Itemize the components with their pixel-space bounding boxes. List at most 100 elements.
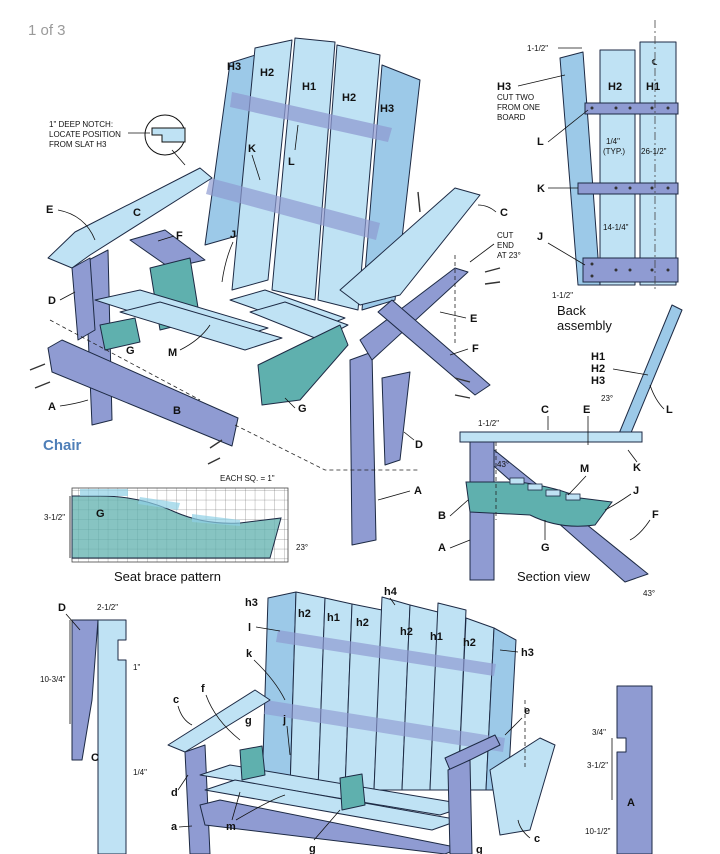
section-leader-l	[649, 384, 665, 410]
back-caption-1: Back	[557, 303, 586, 318]
svg-text:h1: h1	[327, 612, 340, 624]
svg-text:h1: h1	[430, 631, 443, 643]
loveseat-view: h3 h2 h1 h2 h4 h2 h1 h2 h3 l k c f g j	[167, 586, 556, 854]
svg-text:H3: H3	[497, 81, 511, 93]
assembly-line-1	[234, 424, 418, 471]
back-leg-e-right	[359, 267, 469, 361]
back-leg-f-left	[129, 229, 206, 269]
svg-text:H1: H1	[591, 351, 605, 363]
section-h-leader	[612, 368, 649, 376]
leader-f	[157, 235, 175, 242]
section-label-l: L	[666, 404, 673, 416]
section-label-b: B	[438, 510, 446, 522]
ls-leader-m	[231, 791, 286, 821]
ls-label-l: l	[248, 622, 251, 634]
ls-arm-left	[167, 689, 271, 753]
section-leader-m	[567, 475, 587, 496]
assembly-line-2	[49, 319, 201, 401]
back-assembly: ℄ H2 H1 1-1/2" H3 CUT TWO FROM ONE BOARD…	[497, 20, 679, 333]
section-label-f: F	[652, 509, 659, 521]
leader-l	[294, 124, 299, 151]
arm-label-d: D	[58, 602, 66, 614]
leg-a-right	[349, 351, 377, 546]
leader-d-right	[403, 431, 415, 441]
ls-brace-l	[276, 630, 496, 676]
back-label-l: L	[537, 136, 544, 148]
section-back-slat	[617, 304, 683, 441]
back-label-h2: H2	[608, 81, 622, 93]
ls-leader-c2	[517, 819, 531, 839]
svg-text:h3: h3	[245, 597, 258, 609]
ls-h3-leader	[499, 649, 519, 653]
ls-label-g3: g	[476, 844, 483, 854]
ls-leader-k	[253, 659, 286, 701]
label-g-left: G	[126, 345, 135, 357]
brace-height-dim: 3-1/2"	[44, 513, 65, 522]
ls-leader-d	[177, 774, 189, 791]
svg-text:h2: h2	[356, 617, 369, 629]
label-f-right: F	[472, 343, 479, 355]
section-label-j: J	[633, 485, 639, 497]
leg-dim-notch: 3/4"	[592, 728, 606, 737]
back-slat-h3	[559, 51, 601, 286]
seat-slat-4	[249, 301, 349, 341]
brace-highlights	[80, 489, 240, 526]
scale-note: EACH SQ. = 1"	[220, 474, 275, 483]
leader-a-left	[59, 399, 89, 407]
dim-top-width: 1-1/2"	[527, 44, 548, 53]
back-slat-h1	[639, 41, 677, 286]
ls-label-c2: c	[534, 833, 540, 845]
label-e-right: E	[470, 313, 477, 325]
label-k: K	[248, 143, 256, 155]
back-brace-k	[577, 182, 679, 195]
leader-f-right	[449, 348, 469, 356]
centerline-symbol: ℄	[651, 58, 658, 67]
label-d: D	[48, 295, 56, 307]
label-j: J	[230, 229, 236, 241]
back-caption-2: assembly	[557, 318, 612, 333]
seat-brace-pattern: EACH SQ. = 1" G 3-1/2" 23° Seat brace pa…	[44, 474, 308, 584]
section-label-k: K	[633, 462, 641, 474]
leader-g-right	[284, 397, 296, 409]
ls-leader-g2	[313, 809, 341, 841]
section-leader-a	[449, 539, 471, 549]
section-leader-k	[627, 449, 638, 463]
back-brace-l	[584, 102, 679, 115]
leader-c-right	[477, 204, 497, 213]
svg-text:CUT TWO: CUT TWO	[497, 93, 534, 102]
label-l: L	[288, 156, 295, 168]
section-view: H1 H2 H3 L 23° C E 1-1/2" 43° K M J B F …	[438, 304, 683, 598]
ls-brace-k	[264, 700, 505, 752]
leader-m	[179, 324, 211, 351]
leg-detail-shape	[616, 685, 653, 854]
label-h3-right: H3	[380, 103, 394, 115]
section-angle-back: 23°	[601, 394, 613, 403]
label-c: C	[133, 207, 141, 219]
ls-label-d: d	[171, 787, 178, 799]
back-label-j: J	[537, 231, 543, 243]
section-leader-b	[449, 499, 469, 517]
back-leader-j	[547, 242, 586, 266]
leader-k	[251, 154, 261, 181]
ls-h4-leader	[389, 597, 396, 606]
label-d-right: D	[415, 439, 423, 451]
ls-label-k: k	[246, 648, 253, 660]
back-label-k: K	[537, 183, 545, 195]
cut-end-note: CUT END AT 23°	[497, 231, 521, 260]
leader-e	[57, 209, 96, 241]
label-f: F	[176, 230, 183, 242]
ls-label-g: g	[245, 715, 252, 727]
section-label-m: M	[580, 463, 589, 475]
leg-dim-notch-h: 3-1/2"	[587, 761, 608, 770]
h3-leader	[517, 74, 566, 87]
label-h3-left: H3	[227, 61, 241, 73]
label-e: E	[46, 204, 53, 216]
arm-dim-height: 10-3/4"	[40, 675, 66, 684]
svg-text:H3: H3	[591, 375, 605, 387]
section-angle-left: 43°	[497, 460, 509, 469]
svg-text:h2: h2	[400, 626, 413, 638]
arm-dim-notch: 1"	[133, 663, 140, 672]
section-h-labels: H1 H2 H3	[591, 351, 605, 387]
